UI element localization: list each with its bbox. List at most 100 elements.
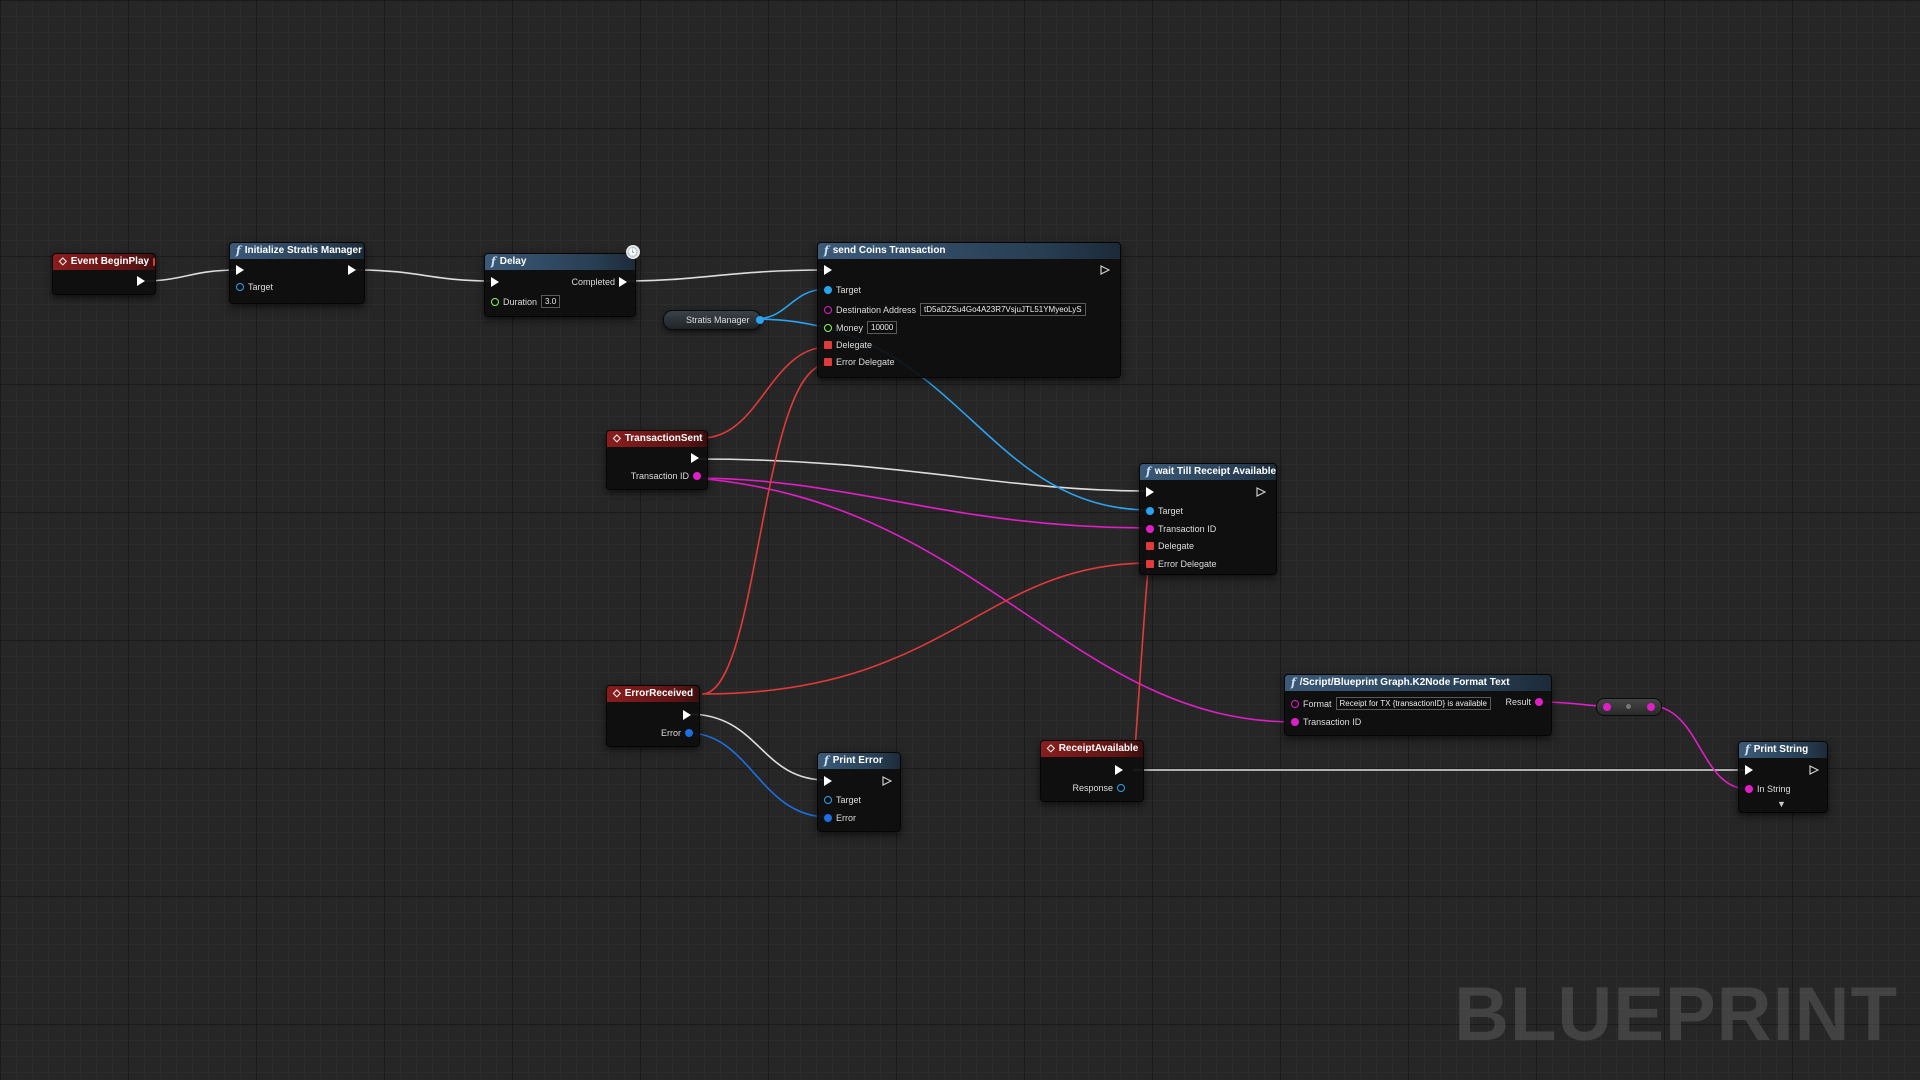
delegate-wire bbox=[701, 562, 1151, 695]
exec-in-pin[interactable] bbox=[824, 776, 832, 786]
transaction-id-pin[interactable] bbox=[1291, 718, 1299, 726]
pin-label: Duration bbox=[503, 296, 538, 307]
pin-label: Target bbox=[1158, 506, 1184, 516]
exec-wire bbox=[355, 269, 494, 282]
clock-icon: 🕓 bbox=[626, 245, 640, 259]
node-title: ErrorReceived bbox=[624, 688, 694, 699]
completed-exec-pin[interactable] bbox=[619, 277, 627, 287]
transaction-sent-event-node[interactable]: ◇TransactionSent Transaction ID bbox=[606, 430, 708, 490]
exec-out-pin[interactable] bbox=[882, 776, 892, 786]
function-icon: f bbox=[1291, 676, 1296, 689]
exec-in-pin[interactable] bbox=[824, 265, 832, 275]
exec-wire bbox=[687, 713, 827, 781]
exec-wire bbox=[697, 458, 1149, 492]
result-pin[interactable] bbox=[1535, 698, 1543, 706]
money-pin[interactable] bbox=[824, 323, 832, 332]
function-icon: f bbox=[491, 255, 496, 268]
node-title: Event BeginPlay bbox=[70, 256, 150, 267]
pin-label: Error Delegate bbox=[1158, 559, 1217, 569]
blueprint-watermark: BLUEPRINT bbox=[1454, 972, 1898, 1057]
event-icon: ◇ bbox=[613, 433, 621, 444]
delegate-wire bbox=[1134, 544, 1151, 750]
pin-label: Completed bbox=[571, 277, 615, 287]
variable-label: Stratis Manager bbox=[686, 315, 750, 325]
pin-label: Delegate bbox=[836, 340, 873, 350]
destination-address-pin[interactable] bbox=[824, 305, 832, 314]
conversion-out-pin[interactable] bbox=[1647, 703, 1655, 711]
error-delegate-pin[interactable] bbox=[1146, 560, 1154, 568]
stratis-manager-variable[interactable]: Stratis Manager bbox=[663, 310, 764, 330]
duration-input[interactable]: 3.0 bbox=[541, 295, 561, 308]
pin-label: Error bbox=[836, 813, 856, 823]
expand-arrow-icon[interactable]: ▼ bbox=[1777, 799, 1786, 809]
transaction-id-pin[interactable] bbox=[1146, 525, 1154, 533]
format-pin[interactable] bbox=[1291, 699, 1299, 708]
exec-in-pin[interactable] bbox=[491, 277, 499, 287]
variable-out-pin[interactable] bbox=[755, 316, 764, 324]
pin-label: Target bbox=[248, 282, 274, 292]
pin-label: Money bbox=[836, 322, 864, 333]
in-string-pin[interactable] bbox=[1745, 785, 1753, 793]
node-title: ReceiptAvailable bbox=[1058, 743, 1139, 754]
exec-in-pin[interactable] bbox=[1146, 487, 1154, 497]
receipt-available-event-node[interactable]: ◇ReceiptAvailable Response bbox=[1040, 740, 1144, 802]
event-icon: ◇ bbox=[613, 688, 621, 699]
format-input[interactable]: Receipt for TX {transactionID} is availa… bbox=[1335, 697, 1491, 710]
node-title: /Script/Blueprint Graph.K2Node Format Te… bbox=[1299, 677, 1510, 688]
exec-in-pin[interactable] bbox=[1745, 765, 1753, 775]
duration-pin[interactable] bbox=[491, 297, 499, 306]
money-input[interactable]: 10000 bbox=[867, 321, 898, 334]
error-pin[interactable] bbox=[685, 729, 693, 737]
exec-wire bbox=[141, 269, 239, 282]
error-delegate-pin[interactable] bbox=[824, 358, 832, 366]
error-received-event-node[interactable]: ◇ErrorReceived Error bbox=[606, 685, 700, 747]
pin-label: Destination Address bbox=[836, 304, 917, 315]
exec-out-pin[interactable] bbox=[1115, 765, 1123, 775]
format-text-node[interactable]: f/Script/Blueprint Graph.K2Node Format T… bbox=[1284, 674, 1552, 736]
delegate-wire bbox=[701, 363, 829, 695]
target-pin[interactable] bbox=[236, 283, 244, 291]
delegate-pin[interactable] bbox=[1146, 542, 1154, 550]
pin-label: Transaction ID bbox=[1158, 524, 1217, 534]
exec-out-pin[interactable] bbox=[1100, 265, 1110, 275]
node-title: Initialize Stratis Manager bbox=[244, 245, 362, 256]
pin-label: Transaction ID bbox=[630, 471, 689, 481]
event-beginplay-node[interactable]: ◇Event BeginPlay bbox=[52, 253, 156, 295]
string-wire bbox=[1649, 705, 1749, 790]
exec-out-pin[interactable] bbox=[348, 265, 356, 275]
pin-label: In String bbox=[1757, 784, 1791, 794]
function-icon: f bbox=[236, 244, 241, 257]
target-pin[interactable] bbox=[1146, 507, 1154, 515]
exec-out-pin[interactable] bbox=[683, 710, 691, 720]
conversion-in-pin[interactable] bbox=[1603, 703, 1611, 711]
pin-label: Delegate bbox=[1158, 541, 1195, 551]
target-pin[interactable] bbox=[824, 286, 832, 294]
exec-in-pin[interactable] bbox=[236, 265, 244, 275]
pin-label: Format bbox=[1303, 698, 1332, 709]
exec-out-pin[interactable] bbox=[137, 276, 145, 286]
exec-out-pin[interactable] bbox=[1256, 487, 1266, 497]
destination-address-input[interactable]: tD5aDZSu4Go4A23R7VsjuJTL51YMyeoLyS bbox=[920, 303, 1086, 316]
error-pin[interactable] bbox=[824, 814, 832, 822]
delegate-pin[interactable] bbox=[824, 341, 832, 349]
conversion-node[interactable] bbox=[1596, 698, 1662, 716]
pin-label: Transaction ID bbox=[1303, 717, 1362, 727]
node-title: Print String bbox=[1753, 744, 1809, 755]
target-pin[interactable] bbox=[824, 796, 832, 804]
exec-out-pin[interactable] bbox=[1809, 765, 1819, 775]
transaction-id-pin[interactable] bbox=[693, 472, 701, 480]
pin-label: Result bbox=[1505, 697, 1531, 707]
function-icon: f bbox=[824, 244, 829, 257]
exec-out-pin[interactable] bbox=[691, 453, 699, 463]
pin-label: Response bbox=[1072, 783, 1113, 793]
event-delegate-pin[interactable] bbox=[153, 258, 155, 266]
conversion-dot bbox=[1626, 704, 1631, 709]
response-pin[interactable] bbox=[1117, 784, 1125, 792]
